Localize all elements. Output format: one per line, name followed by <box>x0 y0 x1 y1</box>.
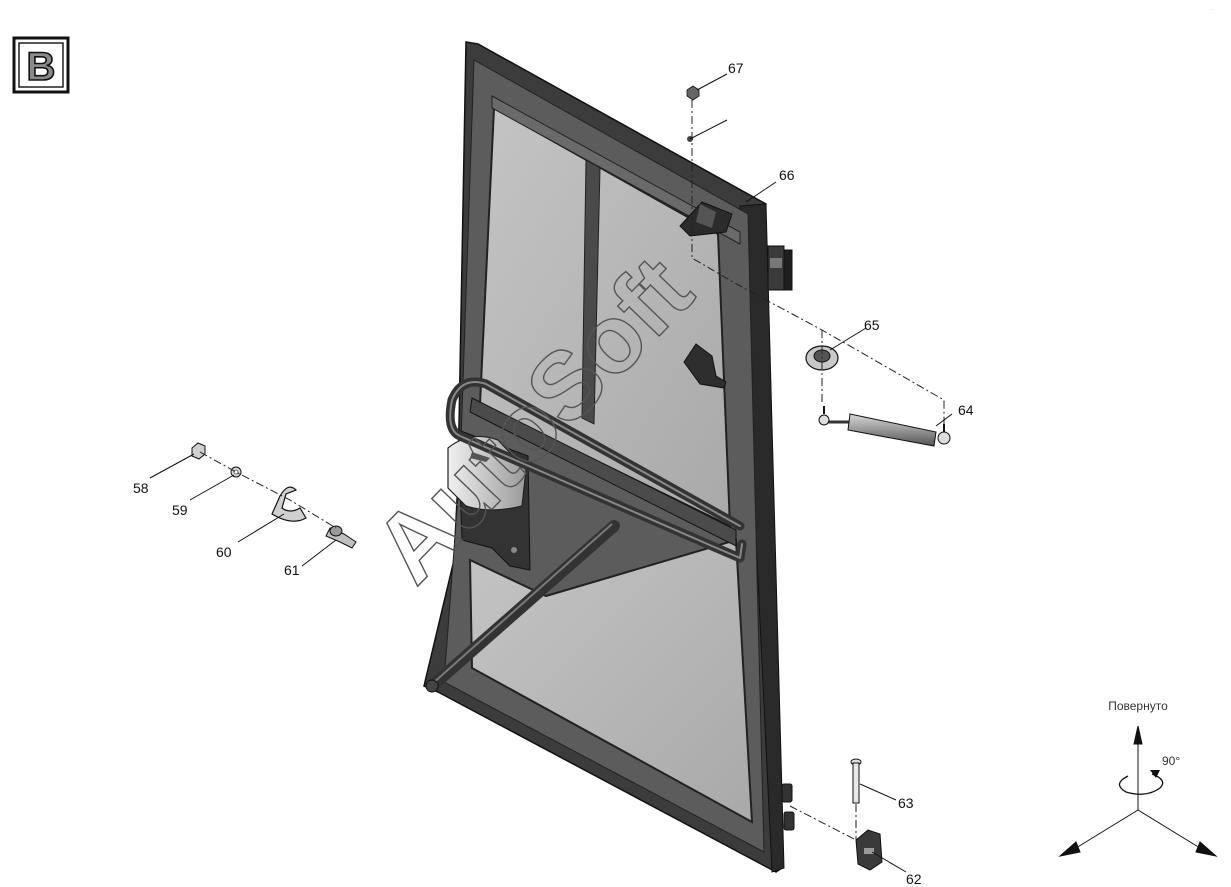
part-67-fastener <box>686 85 700 142</box>
leader-lines <box>149 73 953 873</box>
part-64-gas-strut <box>818 406 951 447</box>
part-60-bracket <box>271 486 307 522</box>
view-label-box: B <box>12 36 70 94</box>
callout-64: 64 <box>958 402 974 418</box>
part-61-bolt <box>325 525 357 549</box>
view-label: B <box>27 45 56 89</box>
callout-63: 63 <box>898 795 914 811</box>
rotation-indicator: Повернуто 90° <box>1058 699 1218 857</box>
assembly-lines <box>199 100 945 841</box>
upper-hinge <box>767 245 793 291</box>
svg-text:..: .. <box>1210 6 1213 12</box>
callout-59: 59 <box>172 502 188 518</box>
callout-66: 66 <box>779 167 795 183</box>
callout-62: 62 <box>906 871 922 887</box>
cab-door <box>423 41 795 873</box>
gas-strut-upper-bracket <box>679 201 733 237</box>
rotation-arrow-icon <box>1118 773 1164 795</box>
part-59-washer <box>230 466 242 478</box>
callout-60: 60 <box>216 544 232 560</box>
part-58-nut <box>191 442 206 460</box>
rotation-angle: 90° <box>1162 754 1180 768</box>
callout-65: 65 <box>864 317 880 333</box>
rotation-caption: Повернуто <box>1108 699 1168 713</box>
callout-labels: 67 66 65 64 58 59 60 61 63 62 <box>133 60 974 887</box>
strut-mount-bracket <box>683 343 727 389</box>
part-63-hinge-pin <box>850 758 862 804</box>
part-62-hinge-leaf <box>855 829 883 871</box>
upper-window-glass <box>478 106 732 528</box>
callout-58: 58 <box>133 480 149 496</box>
callout-67: 67 <box>728 60 744 76</box>
callout-61: 61 <box>284 562 300 578</box>
